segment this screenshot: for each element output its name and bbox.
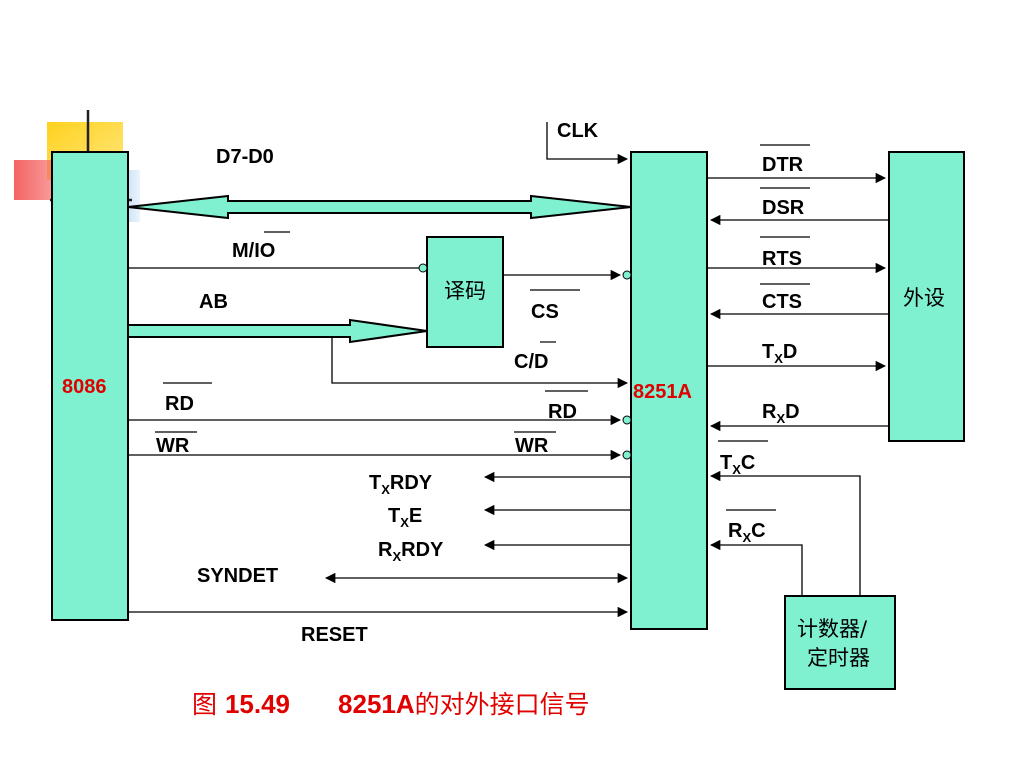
data-bus-arrow [127, 194, 632, 220]
cts-label: CTS [762, 291, 802, 313]
txrdy-label: TXRDY [369, 472, 433, 497]
peripheral-label: 外设 [903, 286, 945, 310]
cpu-8086-label: 8086 [62, 376, 107, 398]
decoder-block [426, 236, 504, 348]
counter-timer-label-line1: 计数器/ [797, 617, 868, 641]
rd-usart-label: RD [548, 401, 577, 423]
rxrdy-label: RXRDY [378, 539, 444, 564]
mio-pin-dot [418, 263, 428, 273]
cs-pin-dot [622, 270, 632, 280]
wr-cpu-label: WR [156, 435, 190, 457]
rxd-label: RXD [762, 401, 800, 426]
rxc-label: RXC [728, 520, 766, 545]
counter-timer-label-line2: 定时器 [807, 646, 870, 670]
dsr-label: DSR [762, 197, 805, 219]
clk-label: CLK [557, 120, 599, 142]
dtr-label: DTR [762, 154, 804, 176]
cd-wire [331, 337, 629, 389]
cd-label: C/D [514, 351, 548, 373]
usart-8251a-label: 8251A [633, 381, 692, 403]
cpu-8086-block [51, 151, 129, 621]
clk-wire [546, 122, 629, 165]
txd-label: TXD [762, 341, 797, 366]
counter-timer-block [784, 595, 896, 690]
txc-label: TXC [720, 452, 755, 477]
databus-label: D7-D0 [216, 146, 274, 168]
decoder-label: 译码 [444, 279, 486, 303]
rxc-wire [709, 539, 803, 596]
ab-label: AB [199, 291, 228, 313]
rd-cpu-label: RD [165, 393, 194, 415]
syndet-label: SYNDET [197, 565, 278, 587]
reset-label: RESET [301, 624, 368, 646]
txc-wire [709, 470, 861, 596]
rts-label: RTS [762, 248, 802, 270]
address-bus-arrow [127, 318, 428, 344]
wr-pin-dot [622, 450, 632, 460]
peripheral-block [888, 151, 965, 442]
usart-8251a-block [630, 151, 708, 630]
cs-label: CS [531, 301, 559, 323]
rd-pin-dot [622, 415, 632, 425]
mio-label: M/IO [232, 240, 275, 262]
wr-usart-label: WR [515, 435, 549, 457]
txe-label: TXE [388, 505, 422, 530]
